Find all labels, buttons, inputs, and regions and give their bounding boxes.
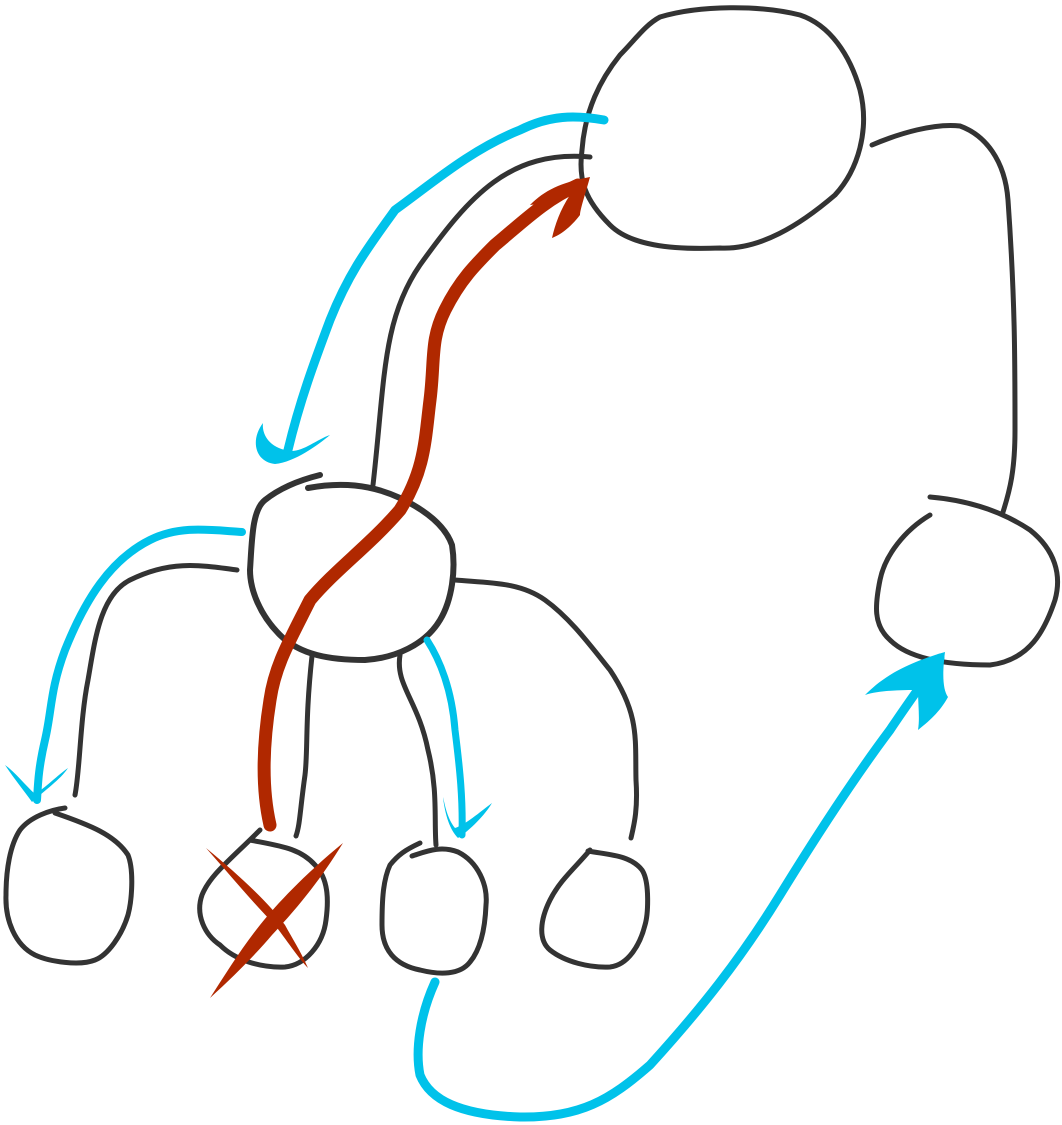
edge-center-bottom-2 — [293, 653, 315, 839]
blue-arrow-center-to-bottom-1 — [5, 525, 246, 804]
node-right — [874, 494, 1060, 668]
edge-center-bottom-1 — [72, 563, 240, 798]
red-arrow-bottom-2-to-top — [257, 177, 590, 832]
blue-arrow-bottom-3-to-right — [413, 652, 948, 1122]
node-top — [578, 5, 866, 251]
blue-arrow-center-to-bottom-3 — [423, 636, 492, 839]
red-cross-icon — [206, 843, 343, 998]
node-bottom-2 — [197, 827, 330, 970]
edge-top-right — [869, 122, 1018, 515]
node-center — [247, 472, 457, 663]
node-bottom-1 — [3, 805, 135, 966]
edge-center-bottom-3 — [396, 652, 439, 848]
edge-center-bottom-4 — [452, 577, 639, 841]
edge-center-top — [370, 153, 593, 488]
node-bottom-3 — [379, 840, 489, 976]
node-bottom-4 — [539, 847, 651, 970]
blue-arrow-top-to-center — [255, 112, 609, 464]
